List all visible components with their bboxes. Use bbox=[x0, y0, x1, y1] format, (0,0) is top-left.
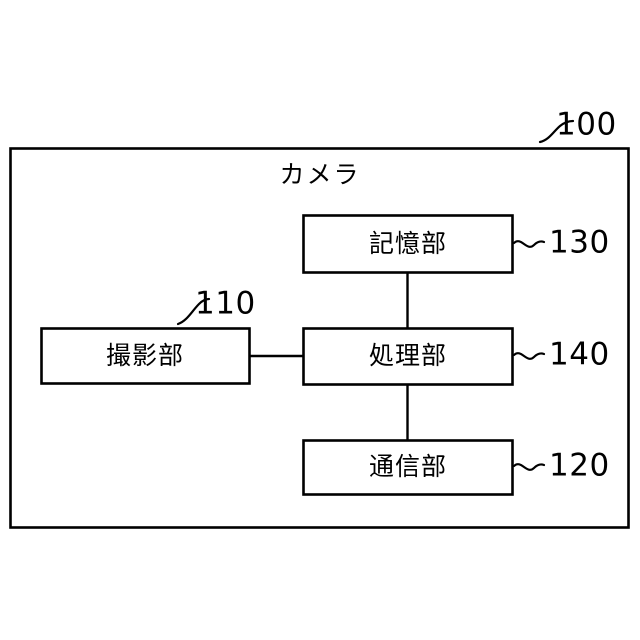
block-communication-unit-label: 通信部 bbox=[369, 452, 447, 481]
block-imaging-unit-label: 撮影部 bbox=[106, 341, 184, 370]
leader-line-120 bbox=[512, 463, 546, 471]
block-processing-unit[interactable] bbox=[302, 327, 514, 386]
block-storage-unit[interactable] bbox=[302, 214, 514, 274]
enclosure-title: カメラ bbox=[279, 160, 360, 189]
reference-numeral-110: 110 bbox=[195, 286, 256, 322]
leader-line-100 bbox=[538, 119, 575, 144]
block-communication-unit[interactable] bbox=[302, 439, 514, 496]
reference-numeral-120: 120 bbox=[549, 448, 610, 484]
reference-numeral-140: 140 bbox=[549, 337, 610, 373]
reference-numeral-100: 100 bbox=[556, 107, 617, 143]
leader-line-110 bbox=[176, 297, 211, 326]
block-imaging-unit[interactable] bbox=[40, 327, 251, 385]
block-processing-unit-label: 処理部 bbox=[369, 341, 447, 370]
leader-line-130 bbox=[512, 240, 546, 248]
reference-numeral-130: 130 bbox=[549, 225, 610, 261]
block-storage-unit-label: 記憶部 bbox=[369, 229, 447, 258]
leader-line-140 bbox=[512, 352, 546, 360]
